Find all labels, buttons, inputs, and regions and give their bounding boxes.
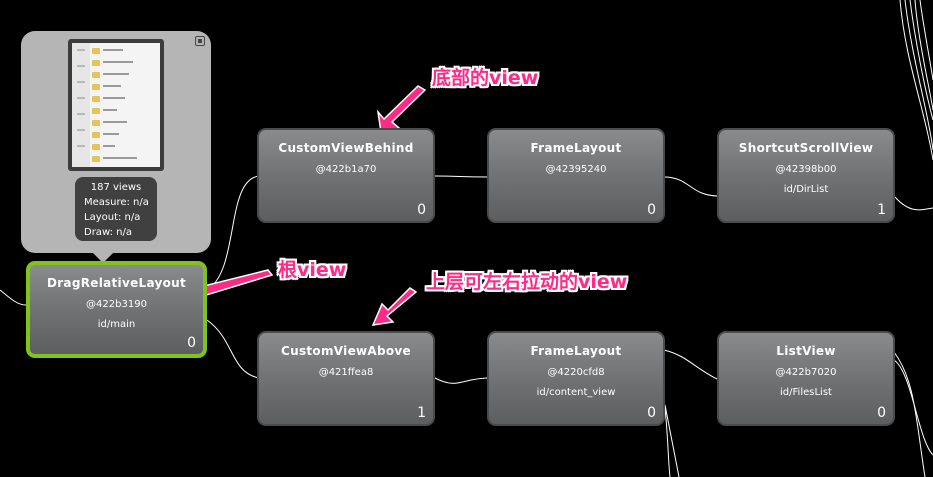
arrow-to-behind (376, 85, 427, 133)
node-id: id/FilesList (780, 387, 832, 398)
draw-time: Draw: n/a (84, 227, 132, 238)
node-list-view[interactable]: ListView @422b7020 id/FilesList 0 (717, 331, 895, 426)
annotation-top-view: 上层可左右拉动的view (426, 271, 628, 293)
node-child-count: 0 (187, 335, 196, 351)
node-name: CustomViewAbove (281, 344, 411, 358)
node-child-count: 0 (417, 202, 426, 218)
node-hash: @422b3190 (86, 299, 147, 310)
views-count: 187 views (90, 182, 142, 193)
device-screenshot-thumbnail (68, 39, 164, 171)
annotation-bottom-view: 底部的view (432, 67, 539, 89)
close-icon[interactable] (195, 36, 205, 46)
node-id: id/DirList (783, 184, 829, 195)
node-name: ShortcutScrollView (738, 141, 874, 155)
node-child-count: 0 (647, 405, 656, 421)
node-frame-layout-bottom[interactable]: FrameLayout @4220cfd8 id/content_view 0 (487, 331, 665, 426)
node-name: ListView (776, 344, 836, 358)
node-hash: @421ffea8 (318, 367, 374, 378)
node-name: CustomViewBehind (278, 141, 414, 155)
layout-time: Layout: n/a (84, 212, 141, 223)
node-hash: @4220cfd8 (547, 367, 605, 378)
node-name: DragRelativeLayout (46, 276, 187, 290)
preview-pointer (93, 253, 113, 263)
annotation-root-view: 根view (278, 259, 347, 281)
measure-time: Measure: n/a (84, 197, 149, 208)
view-stats-box: 187 views Measure: n/a Layout: n/a Draw:… (75, 177, 157, 241)
node-hash: @422b1a70 (315, 164, 377, 175)
node-hash: @42398b00 (775, 164, 837, 175)
node-child-count: 0 (877, 405, 886, 421)
node-hash: @42395240 (545, 164, 607, 175)
node-id: id/main (97, 319, 136, 330)
node-hash: @422b7020 (775, 367, 837, 378)
node-child-count: 0 (647, 202, 656, 218)
node-drag-relative-layout[interactable]: DragRelativeLayout @422b3190 id/main 0 (26, 261, 207, 358)
node-shortcut-scroll-view[interactable]: ShortcutScrollView @42398b00 id/DirList … (717, 128, 895, 223)
view-preview-panel: 187 views Measure: n/a Layout: n/a Draw:… (21, 31, 211, 253)
node-child-count: 1 (877, 202, 886, 218)
node-child-count: 1 (417, 405, 426, 421)
node-custom-view-behind[interactable]: CustomViewBehind @422b1a70 0 (257, 128, 435, 223)
node-name: FrameLayout (530, 141, 622, 155)
node-id: id/content_view (536, 387, 616, 398)
node-frame-layout-top[interactable]: FrameLayout @42395240 0 (487, 128, 665, 223)
arrow-to-above (371, 287, 418, 326)
node-custom-view-above[interactable]: CustomViewAbove @421ffea8 1 (257, 331, 435, 426)
node-name: FrameLayout (530, 344, 622, 358)
